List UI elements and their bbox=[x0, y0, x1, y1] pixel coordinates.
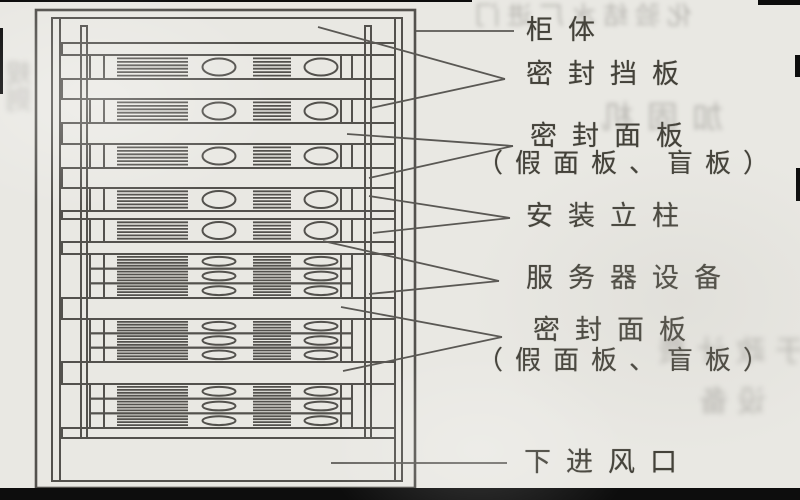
scan-artifact-bottom-band bbox=[0, 488, 800, 500]
label-sealing-baffle: 密封挡板 bbox=[526, 59, 694, 90]
left-mounting-post bbox=[80, 25, 88, 439]
scan-artifact-top-line bbox=[0, 0, 472, 2]
label-sealing-panel-bottom: 密封面板 bbox=[533, 315, 701, 346]
scan-artifact-right-mark-1 bbox=[795, 55, 800, 77]
label-server-equipment: 服务器设备 bbox=[526, 263, 736, 294]
label-cabinet: 柜体 bbox=[526, 15, 610, 46]
label-sealing-panel-top-sub: （假面板、盲板） bbox=[477, 149, 782, 179]
scan-artifact-right-mark-2 bbox=[796, 168, 800, 201]
label-mounting-post: 安装立柱 bbox=[526, 201, 694, 232]
scan-artifact-left-streak bbox=[0, 28, 3, 94]
rack-contents bbox=[61, 42, 396, 439]
scan-artifact-top-right bbox=[758, 0, 800, 5]
label-sealing-panel-bottom-sub: （假面板、盲板） bbox=[477, 346, 782, 376]
label-bottom-air-inlet: 下进风口 bbox=[524, 447, 692, 478]
cabinet-inner-frame bbox=[51, 17, 403, 482]
leader-lines bbox=[317, 26, 514, 464]
right-mounting-post bbox=[364, 25, 372, 439]
label-sealing-panel-top: 密封面板 bbox=[530, 121, 698, 152]
